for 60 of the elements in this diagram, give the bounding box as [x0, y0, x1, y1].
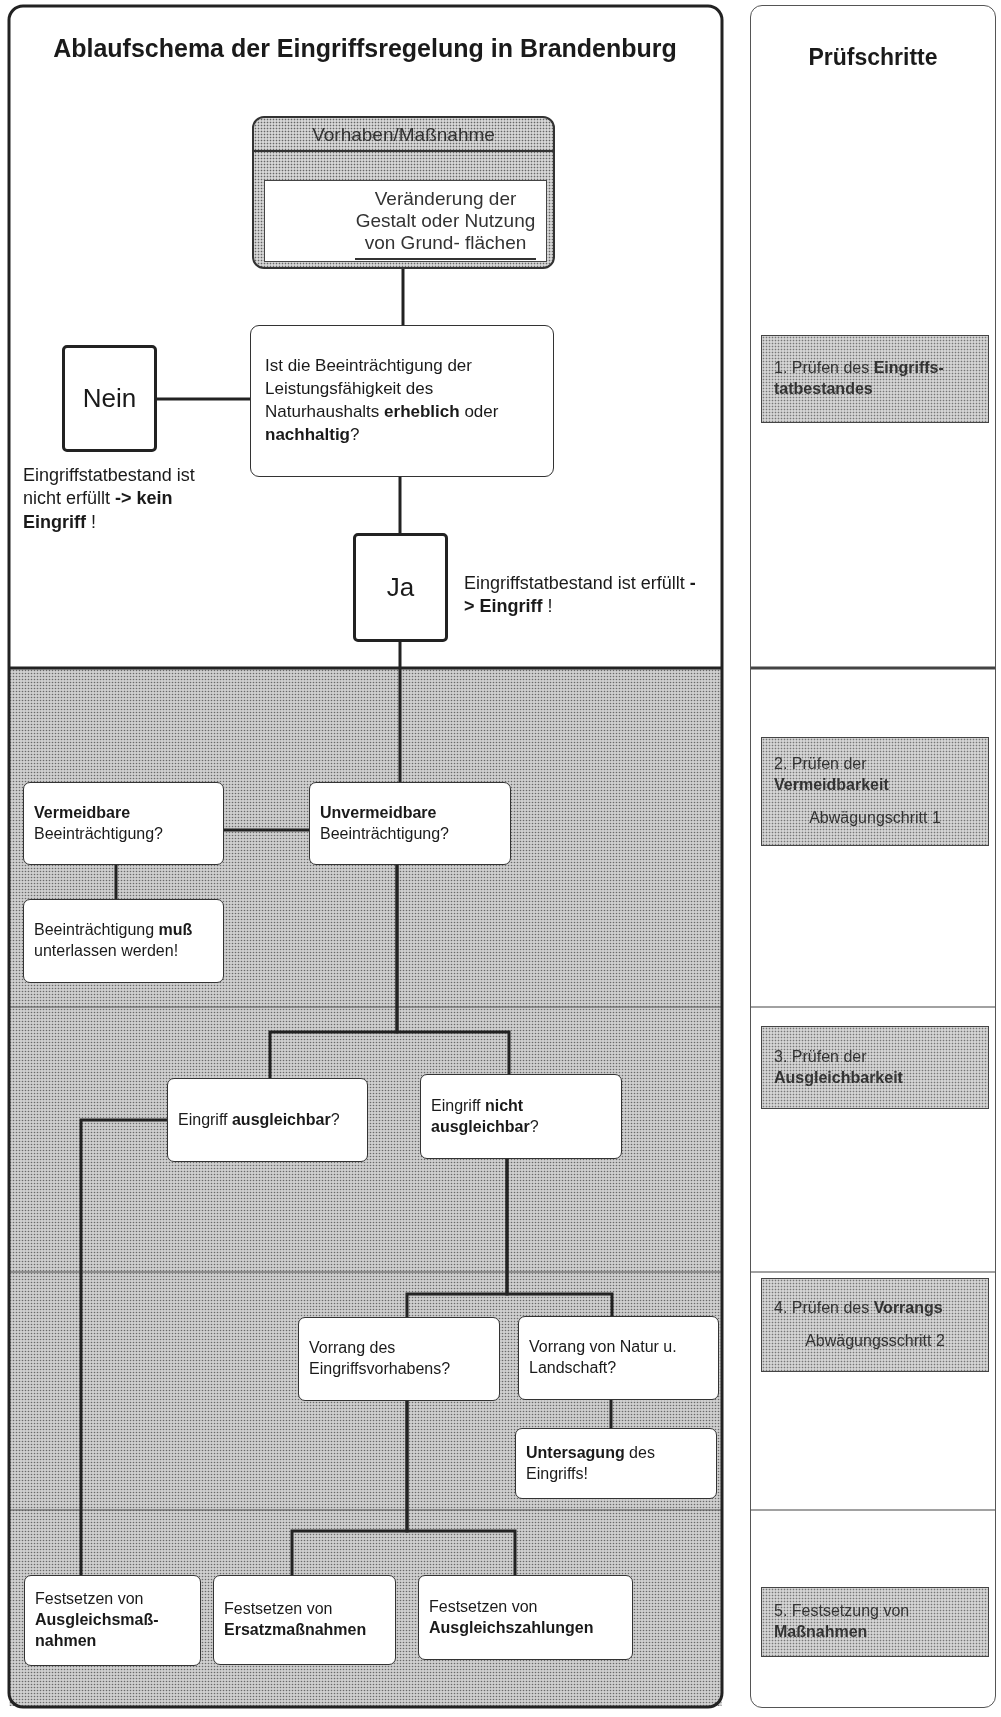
box-text: 5. Festsetzung von Maßnahmen — [774, 1601, 911, 1642]
box-text: Festsetzen von Ausgleichszahlungen — [429, 1596, 595, 1638]
box-text: 2. Prüfen der Vermeidbarkeit — [774, 754, 890, 796]
box-text: Vorrang des Eingriffsvorhabens? — [309, 1338, 452, 1379]
step-box — [761, 737, 989, 846]
connector-line — [505, 1159, 614, 1316]
box-text: Nein — [82, 383, 137, 414]
process-box — [24, 1575, 201, 1666]
process-box — [23, 899, 224, 983]
process-box — [264, 180, 547, 262]
process-box — [252, 116, 555, 269]
process-box — [418, 1575, 633, 1660]
box-text: Eingriff ausgleichbar? — [178, 1109, 341, 1130]
box-text: Vorrang von Natur u. Landschaft? — [529, 1337, 678, 1378]
connector-line — [114, 865, 118, 899]
connector-line — [79, 1118, 167, 1575]
box-text: Unvermeidbare Beeinträchtigung? — [320, 802, 450, 844]
connector-line — [157, 397, 250, 401]
box-text: Beeinträchtigung muß unterlassen werden! — [34, 920, 194, 961]
box-text: 1. Prüfen des Eingriffs- tatbestandes — [774, 358, 945, 399]
question-box — [250, 325, 554, 477]
box-text: Untersagung des Eingriffs! — [526, 1442, 656, 1484]
process-box — [298, 1317, 500, 1401]
side-panel — [750, 5, 996, 1708]
note-text: Eingriffstatbestand ist erfüllt -> Eingriff ! — [464, 572, 697, 619]
connector-line — [398, 642, 402, 782]
box-text: 4. Prüfen des Vorrangs — [774, 1298, 944, 1319]
process-box — [518, 1316, 719, 1400]
process-box — [23, 782, 224, 865]
panel-heading: Prüfschritte — [807, 44, 939, 71]
box-heading: Vorhaben/Maßnahme — [254, 118, 553, 152]
step-box — [761, 1026, 989, 1109]
box-text: Veränderung der Gestalt oder Nutzung von Grund- flächen — [355, 182, 536, 260]
box-text: Ist die Beeinträchtigung der Leistungsfähigkeit des Naturhaushalts erheblich oder nachhaltig? — [265, 355, 500, 446]
box-text: Abwägungsschritt 2 — [804, 1331, 946, 1351]
process-box — [213, 1575, 396, 1665]
connector-line — [395, 865, 511, 1074]
connector-line — [401, 269, 405, 325]
box-text: Vermeidbare Beeinträchtigung? — [34, 802, 164, 844]
box-text: Festsetzen von Ersatzmaßnahmen — [224, 1599, 368, 1640]
process-box — [515, 1428, 717, 1499]
result-box — [353, 533, 448, 642]
box-text: 3. Prüfen der Ausgleichbarkeit — [774, 1046, 904, 1088]
step-box — [761, 335, 989, 423]
step-box — [761, 1278, 989, 1372]
diagram-title: Ablaufschema der Eingriffsregelung in Brandenburg — [52, 34, 678, 63]
box-text: Festsetzen von Ausgleichsmaß- nahmen — [35, 1589, 160, 1651]
connector-line — [224, 828, 309, 832]
connector-line — [609, 1400, 613, 1428]
box-text: Abwägungschritt 1 — [808, 807, 942, 828]
process-box — [167, 1078, 368, 1162]
process-box — [309, 782, 511, 865]
box-text: Ja — [386, 572, 415, 603]
connector-line — [405, 1401, 517, 1575]
step-box — [761, 1587, 989, 1657]
result-box — [62, 345, 157, 452]
connector-line — [398, 477, 402, 533]
box-text: Eingriff nicht ausgleichbar? — [431, 1095, 540, 1137]
note-text: Eingriffstatbestand ist nicht erfüllt -> kein Eingriff ! — [23, 464, 196, 534]
process-box — [420, 1074, 622, 1159]
